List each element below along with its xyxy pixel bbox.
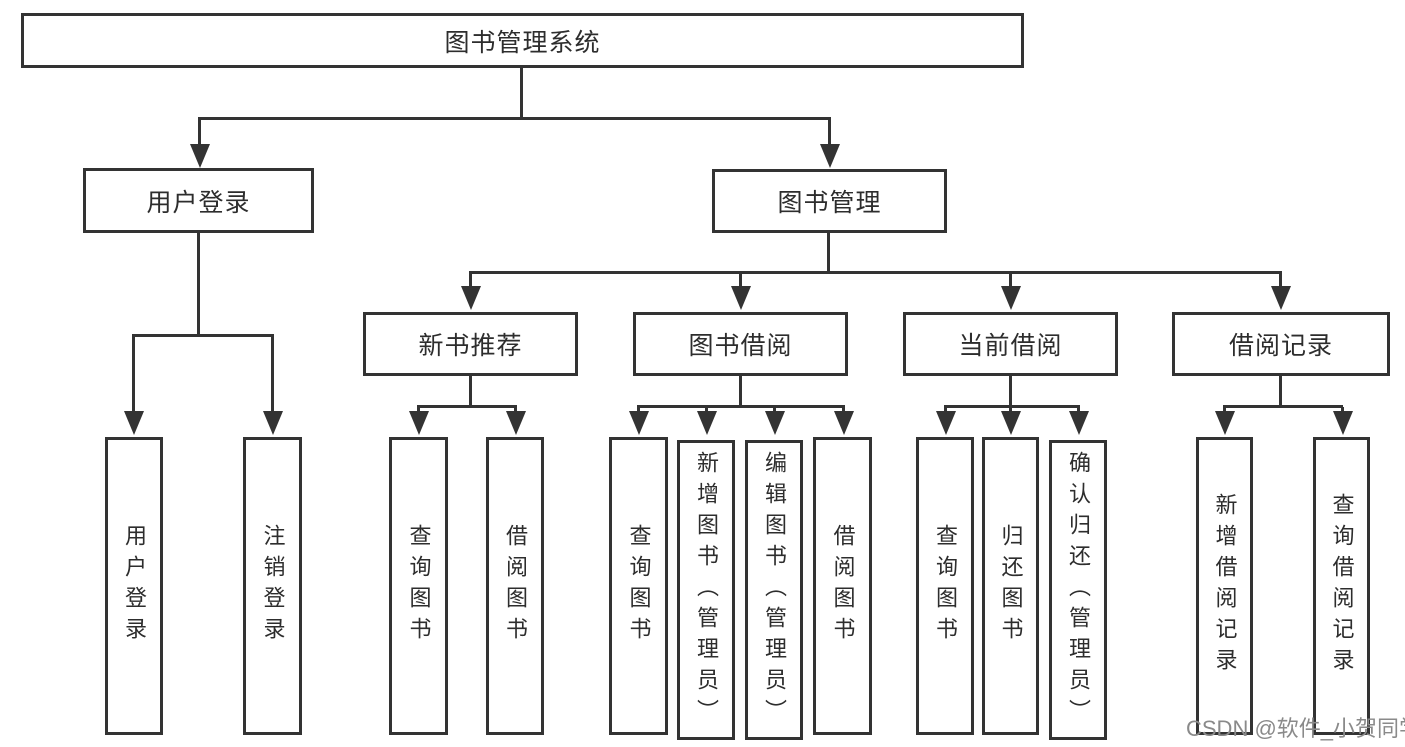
arrow-down	[1333, 407, 1353, 435]
leaf-edit-books-admin: 编辑图书（管理员）	[745, 440, 803, 740]
node-label: 借阅图书	[503, 524, 528, 648]
node-label: 用户登录	[122, 524, 147, 648]
connector-line	[827, 232, 830, 274]
watermark: CSDN @软件_小贺同学	[1186, 716, 1405, 741]
leaf-query-books-recommend: 查询图书	[389, 437, 448, 735]
connector-line	[469, 271, 1282, 274]
leaf-borrow-books-recommend: 借阅图书	[486, 437, 544, 735]
connector-line	[520, 67, 523, 119]
arrow-down	[1215, 407, 1235, 435]
node-label: 归还图书	[998, 524, 1024, 648]
arrow-down	[461, 272, 481, 310]
connector-line	[1009, 375, 1012, 408]
arrow-down	[263, 335, 283, 435]
arrow-down	[697, 407, 717, 435]
leaf-return-books: 归还图书	[982, 437, 1039, 735]
node-label: 新书推荐	[418, 332, 523, 360]
arrow-down	[629, 407, 649, 435]
arrow-down	[1001, 272, 1021, 310]
node-label: 图书借阅	[688, 332, 793, 360]
connector-line	[132, 334, 274, 337]
connector-line	[198, 117, 831, 120]
node-book-management: 图书管理	[712, 169, 947, 233]
node-label: 图书管理	[777, 189, 882, 217]
arrow-down	[1001, 407, 1021, 435]
connector-line	[1279, 375, 1282, 408]
leaf-add-borrow-record: 新增借阅记录	[1196, 437, 1253, 735]
node-label: 查询图书	[626, 524, 652, 648]
node-label: 查询图书	[406, 524, 432, 648]
node-new-book-recommend: 新书推荐	[363, 312, 578, 376]
arrow-down	[1069, 407, 1089, 435]
leaf-query-books-borrow: 查询图书	[609, 437, 668, 735]
node-label: 图书管理系统	[444, 28, 601, 57]
arrow-down	[765, 407, 785, 435]
arrow-down	[731, 272, 751, 310]
node-label: 查询借阅记录	[1329, 493, 1355, 679]
node-label: 注销登录	[260, 524, 286, 648]
leaf-add-books-admin: 新增图书（管理员）	[677, 440, 735, 740]
node-label: 当前借阅	[958, 332, 1063, 360]
connector-line	[637, 405, 845, 408]
node-label: 借阅记录	[1228, 332, 1333, 360]
arrow-down	[124, 335, 144, 435]
arrow-down	[1271, 272, 1291, 310]
connector-line	[739, 375, 742, 408]
node-label: 借阅图书	[830, 524, 856, 648]
node-label: 新增借阅记录	[1212, 493, 1238, 679]
node-label: 编辑图书（管理员）	[762, 450, 787, 730]
arrow-down	[506, 407, 526, 435]
arrow-down	[820, 118, 840, 168]
node-book-borrow: 图书借阅	[633, 312, 848, 376]
leaf-borrow-books: 借阅图书	[813, 437, 872, 735]
connector-line	[1223, 405, 1343, 408]
leaf-confirm-return-admin: 确认归还（管理员）	[1049, 440, 1107, 740]
arrow-down	[834, 407, 854, 435]
connector-line	[469, 375, 472, 408]
node-library-system: 图书管理系统	[21, 13, 1024, 68]
node-label: 查询图书	[933, 524, 958, 648]
node-label: 确认归还（管理员）	[1066, 450, 1091, 730]
leaf-query-books-current: 查询图书	[916, 437, 974, 735]
node-label: 用户登录	[146, 188, 251, 217]
connector-line	[944, 405, 1080, 408]
leaf-user-login: 用户登录	[105, 437, 163, 735]
connector-line	[417, 405, 517, 408]
node-user-login: 用户登录	[83, 168, 314, 233]
arrow-down	[409, 407, 429, 435]
node-borrow-records: 借阅记录	[1172, 312, 1390, 376]
node-current-borrow: 当前借阅	[903, 312, 1118, 376]
leaf-query-borrow-record: 查询借阅记录	[1313, 437, 1370, 735]
node-label: 新增图书（管理员）	[694, 450, 719, 730]
connector-line	[197, 232, 200, 337]
leaf-logout: 注销登录	[243, 437, 302, 735]
arrow-down	[936, 407, 956, 435]
arrow-down	[190, 118, 210, 168]
